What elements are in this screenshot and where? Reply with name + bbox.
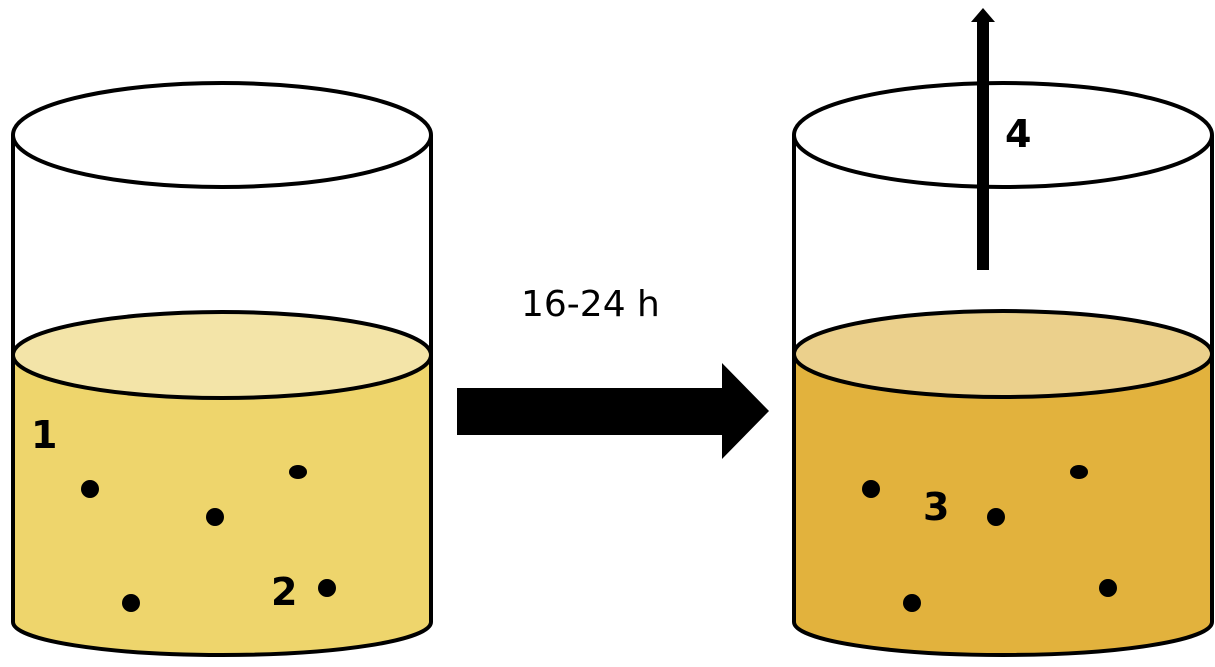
right-particles xyxy=(862,465,1117,612)
particle xyxy=(987,508,1005,526)
right-beaker-rim xyxy=(792,81,1214,189)
particle xyxy=(1099,579,1117,597)
particle xyxy=(289,465,307,479)
label-4: 4 xyxy=(1005,112,1031,156)
particle xyxy=(122,594,140,612)
upward-arrow-shaft xyxy=(977,20,989,270)
left-particles xyxy=(81,465,336,612)
particle xyxy=(862,480,880,498)
particle xyxy=(318,579,336,597)
upward-arrow-head xyxy=(971,8,995,22)
upward-arrow xyxy=(971,8,995,270)
particle xyxy=(903,594,921,612)
left-liquid-surface xyxy=(11,310,433,400)
particle xyxy=(1070,465,1088,479)
particle xyxy=(81,480,99,498)
particle xyxy=(206,508,224,526)
left-beaker-rim xyxy=(11,81,433,189)
right-beaker: 3 4 xyxy=(792,8,1214,657)
right-arrow-shape xyxy=(457,363,769,459)
label-3: 3 xyxy=(923,485,949,529)
right-liquid-surface xyxy=(792,309,1214,399)
left-beaker: 1 2 xyxy=(11,81,433,657)
label-2: 2 xyxy=(271,570,297,614)
duration-label: 16-24 h xyxy=(521,284,660,325)
right-liquid-body xyxy=(792,352,1214,657)
process-arrow: 16-24 h xyxy=(457,284,769,459)
label-1: 1 xyxy=(31,413,57,457)
